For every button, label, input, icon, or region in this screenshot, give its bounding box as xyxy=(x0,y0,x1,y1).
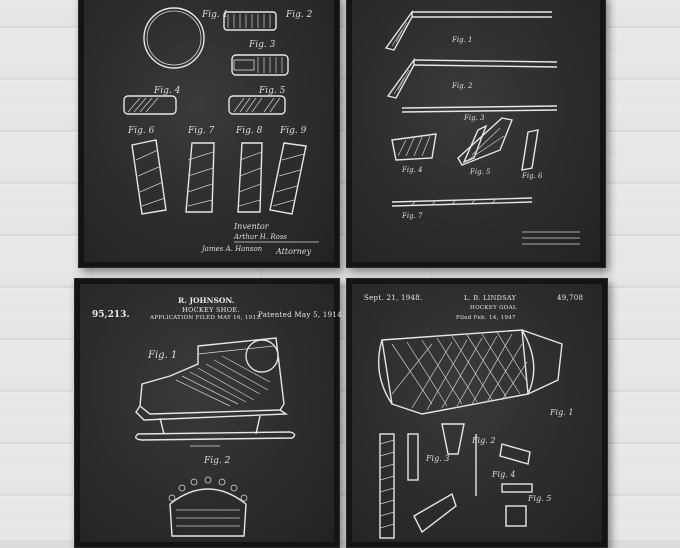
goal-title: HOCKEY GOAL xyxy=(470,305,517,311)
skate-patent-date: Patented May 5, 1914. xyxy=(258,311,345,319)
puck-disc-inner xyxy=(146,10,202,66)
fig-label: Fig. 5 xyxy=(470,168,491,176)
fig-label: Fig. 1 xyxy=(550,408,574,417)
goal-patent-date: Sept. 21, 1948. xyxy=(364,294,423,302)
attorney-label: Attorney xyxy=(276,247,312,256)
frame-goal-patent: Sept. 21, 1948. L. B. LINDSAY 49,708 HOC… xyxy=(346,278,608,548)
fig-label: Fig. 3 xyxy=(249,40,276,50)
skate-patent-print: R. JOHNSON. HOCKEY SHOE. APPLICATION FIL… xyxy=(80,284,344,542)
stick-patent-print: Fig. 1 Fig. 2 Fig. 3 Fig. 4 Fig. 5 Fig. … xyxy=(352,0,600,262)
goal-post-detail xyxy=(379,423,533,539)
fig-label: Fig. 2 xyxy=(452,82,473,90)
goal-filed-date: Filed Feb. 14, 1947 xyxy=(456,315,516,321)
puck-drawing xyxy=(123,7,319,243)
fig-label: Fig. 1 xyxy=(148,350,178,361)
fig-label: Fig. 2 xyxy=(286,10,313,20)
frame-stick-patent: Fig. 1 Fig. 2 Fig. 3 Fig. 4 Fig. 5 Fig. … xyxy=(346,0,606,268)
goal-drawing xyxy=(377,329,563,539)
stick-fig2 xyxy=(386,57,558,99)
skate-patent-number: 95,213. xyxy=(92,310,130,320)
fig-label: Fig. 8 xyxy=(236,126,263,136)
skate-section xyxy=(168,476,248,537)
goal-patent-number: 49,708 xyxy=(557,294,584,302)
fig-label: Fig. 3 xyxy=(426,454,450,463)
frame-puck-patent: Fig. 1 Fig. 2 Fig. 3 Fig. 4 Fig. 5 Fig. … xyxy=(78,0,340,268)
puck-section-a xyxy=(231,54,289,76)
stick-drawing xyxy=(384,9,580,245)
fig-label: Fig. 3 xyxy=(464,114,485,122)
puck-disc xyxy=(143,7,205,69)
puck-section-b xyxy=(123,95,177,115)
fig-label: Fig. 4 xyxy=(492,470,516,479)
witness-signature: James A. Hanson xyxy=(202,245,263,253)
stick-fig3 xyxy=(401,105,558,113)
fig-label: Fig. 5 xyxy=(259,86,286,96)
skate-drawing xyxy=(135,337,296,537)
puck-section-c xyxy=(228,95,286,115)
fig-label: Fig. 2 xyxy=(204,456,231,466)
fig-label: Fig. 1 xyxy=(202,10,229,20)
goal-inventor: L. B. LINDSAY xyxy=(464,294,517,302)
stick-blades xyxy=(391,117,539,171)
fig-label: Fig. 7 xyxy=(402,212,423,220)
fig-label: Fig. 9 xyxy=(280,126,307,136)
fig-label: Fig. 4 xyxy=(154,86,181,96)
inventor-label: Inventor xyxy=(234,222,269,231)
goal-net xyxy=(377,329,563,415)
skate-filed-date: APPLICATION FILED MAY 16, 1913. xyxy=(150,315,263,321)
stick-fig1 xyxy=(384,9,552,51)
stick-fig7 xyxy=(391,197,533,207)
puck-strips xyxy=(131,139,307,215)
fig-label: Fig. 5 xyxy=(528,494,552,503)
inventor-signature: Arthur H. Ross xyxy=(234,233,288,241)
fig-label: Fig. 6 xyxy=(522,172,543,180)
fig-label: Fig. 7 xyxy=(188,126,215,136)
fig-label: Fig. 6 xyxy=(128,126,155,136)
skate-inventor: R. JOHNSON. xyxy=(178,296,235,305)
frame-skate-patent: R. JOHNSON. HOCKEY SHOE. APPLICATION FIL… xyxy=(74,278,344,548)
goal-patent-print: Sept. 21, 1948. L. B. LINDSAY 49,708 HOC… xyxy=(352,284,602,542)
stick-signatures xyxy=(522,231,580,245)
fig-label: Fig. 4 xyxy=(402,166,423,174)
skate-boot xyxy=(135,337,289,421)
skate-blade xyxy=(135,415,296,447)
puck-patent-print: Fig. 1 Fig. 2 Fig. 3 Fig. 4 Fig. 5 Fig. … xyxy=(84,0,334,262)
fig-label: Fig. 1 xyxy=(452,36,473,44)
skate-title: HOCKEY SHOE. xyxy=(182,306,240,314)
puck-side-view xyxy=(223,11,277,31)
fig-label: Fig. 2 xyxy=(472,436,496,445)
